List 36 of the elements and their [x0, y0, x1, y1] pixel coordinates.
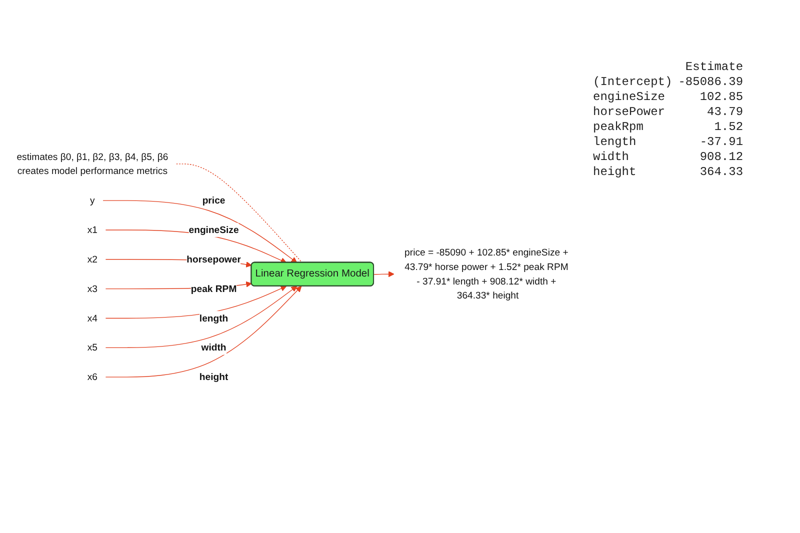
- edge-label: peak RPM: [190, 282, 237, 294]
- row-label: width: [592, 150, 630, 165]
- edge-label: width: [201, 341, 226, 352]
- estimate-value: 908.12: [698, 150, 744, 165]
- estimate-value: 1.52: [713, 120, 744, 135]
- node-text: x2: [87, 253, 98, 264]
- node-text: price = -85090 + 102.85* engineSize + 43.79* horse power + 1.52* peak RPM - 37.91* length + 908.12* width + 364.33* height: [404, 246, 568, 300]
- edge-label: horsepower: [186, 253, 241, 264]
- node-text: x3: [87, 282, 98, 294]
- arrow: [105, 286, 302, 377]
- row-label: engineSize: [592, 90, 666, 105]
- node-text: x6: [87, 370, 98, 382]
- edge-label: height: [199, 370, 228, 382]
- node-text: x5: [87, 341, 98, 352]
- estimate-value: -37.91: [698, 135, 744, 150]
- node-text: x4: [87, 312, 98, 323]
- edge-label: length: [199, 312, 228, 323]
- arrow: [374, 270, 394, 277]
- row-label: (Intercept): [592, 75, 674, 90]
- edge-label: engineSize: [188, 224, 239, 235]
- row-label: height: [592, 165, 638, 180]
- node-text: y: [90, 194, 95, 206]
- estimate-value: 43.79: [706, 105, 744, 120]
- arrow: [105, 286, 298, 348]
- node-text: x1: [87, 224, 98, 235]
- estimate-value: 364.33: [698, 165, 744, 180]
- row-label: horsePower: [592, 105, 666, 120]
- estimate-value: 102.85: [698, 90, 744, 105]
- edge-label: price: [202, 194, 226, 206]
- estimate-value: -85086.39: [677, 75, 744, 90]
- connector: [176, 163, 302, 263]
- row-label: peakRpm: [592, 120, 644, 135]
- arrow: [105, 285, 287, 318]
- node-text: estimates β0, β1, β2, β3, β4, β5, β6 creates model performance metrics: [16, 150, 168, 176]
- column-header: Estimate: [684, 60, 744, 75]
- row-label: length: [592, 135, 638, 150]
